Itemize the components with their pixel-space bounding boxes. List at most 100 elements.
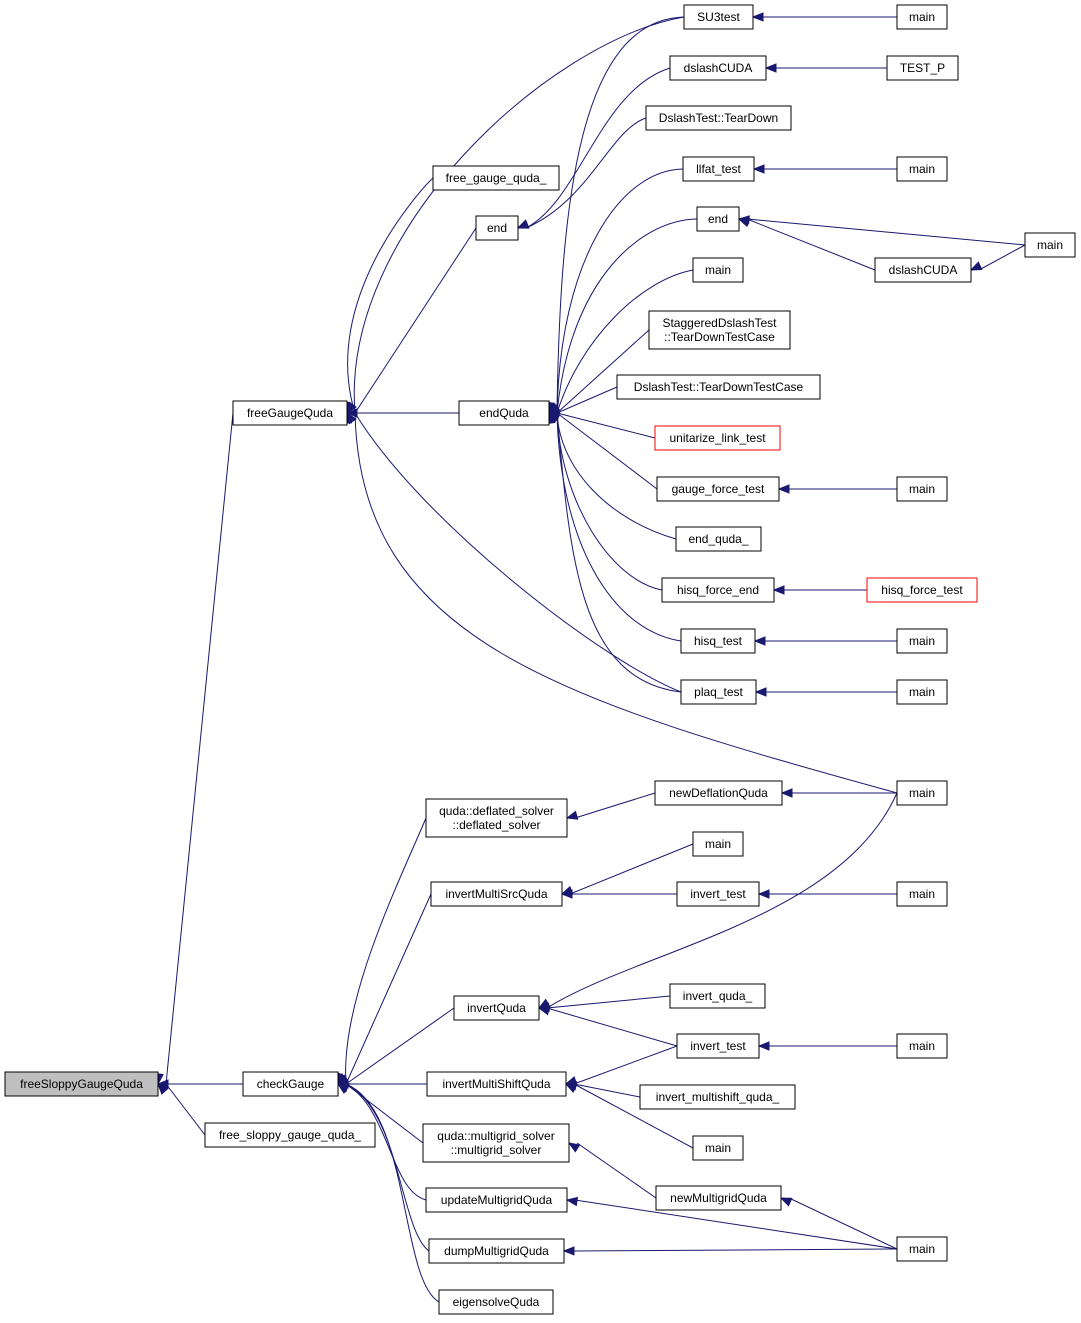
node-box	[425, 798, 568, 838]
node-unitarize_link_test[interactable]: unitarize_link_test	[654, 425, 781, 451]
node-box	[425, 1187, 568, 1213]
node-main_it2[interactable]: main	[896, 1033, 948, 1059]
node-main_plaq[interactable]: main	[896, 679, 948, 705]
node-main_ms[interactable]: main	[692, 831, 744, 857]
node-box	[458, 400, 550, 426]
node-label: invert_quda_	[683, 989, 753, 1003]
node-plaq_test[interactable]: plaq_test	[680, 679, 757, 705]
edge-deflated_solver-to-checkGauge	[345, 817, 427, 1085]
node-label: invert_test	[690, 887, 746, 901]
node-main_end2[interactable]: main	[1024, 232, 1076, 258]
node-main_a[interactable]: main	[692, 257, 744, 283]
node-newDeflationQuda[interactable]: newDeflationQuda	[654, 780, 783, 806]
node-end2[interactable]: end	[696, 206, 740, 232]
node-SU3test[interactable]: SU3test	[683, 4, 754, 30]
node-box	[656, 476, 780, 502]
node-hisq_test[interactable]: hisq_test	[680, 628, 756, 654]
node-box	[432, 165, 560, 191]
node-label: main	[909, 685, 935, 699]
node-box	[242, 1071, 339, 1097]
node-endQuda[interactable]: endQuda	[458, 400, 550, 426]
node-invertMultiShiftQuda[interactable]: invertMultiShiftQuda	[426, 1071, 567, 1097]
node-DslashTestTDTC[interactable]: DslashTest::TearDownTestCase	[616, 374, 821, 400]
node-deflated_solver[interactable]: quda::deflated_solver::deflated_solver	[425, 798, 568, 838]
node-gauge_force_test[interactable]: gauge_force_test	[656, 476, 780, 502]
node-newMultigridQuda[interactable]: newMultigridQuda	[655, 1185, 782, 1211]
node-box	[866, 577, 978, 603]
node-freeGaugeQuda[interactable]: freeGaugeQuda	[232, 400, 348, 426]
node-dumpMultigridQuda[interactable]: dumpMultigridQuda	[428, 1238, 565, 1264]
node-box	[422, 1123, 570, 1163]
edge-SU3test-to-freeGaugeQuda	[353, 16, 685, 414]
node-box	[675, 526, 762, 552]
node-end_quda_[interactable]: end_quda_	[675, 526, 762, 552]
edge-invert_multishift_quda_-to-invertMultiShiftQuda	[573, 1083, 641, 1098]
node-box	[428, 1238, 565, 1264]
arrowhead	[516, 219, 530, 229]
node-label: updateMultigridQuda	[441, 1193, 553, 1207]
node-eigensolveQuda[interactable]: eigensolveQuda	[438, 1289, 554, 1315]
node-free_sloppy_gauge_quda_[interactable]: free_sloppy_gauge_quda_	[204, 1122, 376, 1148]
node-label: quda::deflated_solver::deflated_solver	[439, 804, 554, 832]
node-box	[896, 1033, 948, 1059]
node-box	[655, 1185, 782, 1211]
node-TEST_P[interactable]: TEST_P	[886, 55, 959, 81]
node-label: main	[909, 634, 935, 648]
node-free_gauge_quda_[interactable]: free_gauge_quda_	[432, 165, 560, 191]
node-box	[692, 1135, 744, 1161]
node-main_gauge[interactable]: main	[896, 476, 948, 502]
node-box	[676, 881, 760, 907]
node-box	[4, 1071, 159, 1097]
arrowhead	[969, 261, 983, 271]
call-graph-edges	[154, 12, 1026, 1303]
arrowhead	[764, 63, 777, 73]
node-box	[896, 1236, 948, 1262]
node-updateMultigridQuda[interactable]: updateMultigridQuda	[425, 1187, 568, 1213]
node-freeSloppyGaugeQuda[interactable]: freeSloppyGaugeQuda	[4, 1071, 159, 1097]
node-label: eigensolveQuda	[453, 1295, 540, 1309]
node-invertMultiSrcQuda[interactable]: invertMultiSrcQuda	[430, 881, 563, 907]
node-box	[676, 1033, 760, 1059]
node-main_mg[interactable]: main	[896, 1236, 948, 1262]
node-label: endQuda	[479, 406, 529, 420]
node-end1[interactable]: end	[475, 215, 519, 241]
edge-main_mg-to-dumpMultigridQuda	[571, 1248, 898, 1252]
node-invert_multishift_quda_[interactable]: invert_multishift_quda_	[639, 1084, 796, 1110]
node-hisq_force_end[interactable]: hisq_force_end	[661, 577, 775, 603]
node-main_SU3[interactable]: main	[896, 4, 948, 30]
node-llfat_test[interactable]: llfat_test	[682, 156, 755, 182]
node-hisq_force_test[interactable]: hisq_force_test	[866, 577, 978, 603]
node-label: gauge_force_test	[672, 482, 765, 496]
node-invert_quda_[interactable]: invert_quda_	[669, 983, 766, 1009]
node-label: dslashCUDA	[889, 263, 958, 277]
node-label: hisq_force_end	[677, 583, 759, 597]
node-label: invertMultiShiftQuda	[442, 1077, 550, 1091]
node-dslashCUDA1[interactable]: dslashCUDA	[669, 55, 767, 81]
node-label: main	[909, 1242, 935, 1256]
node-label: hisq_force_test	[881, 583, 963, 597]
node-label: dumpMultigridQuda	[444, 1244, 549, 1258]
node-dslashCUDA2[interactable]: dslashCUDA	[874, 257, 972, 283]
node-multigrid_solver[interactable]: quda::multigrid_solver::multigrid_solver	[422, 1123, 570, 1163]
node-box	[204, 1122, 376, 1148]
node-label: main	[909, 162, 935, 176]
node-main_hisq[interactable]: main	[896, 628, 948, 654]
node-label: TEST_P	[900, 61, 945, 75]
edge-free_gauge_quda_-to-freeGaugeQuda	[347, 177, 434, 414]
node-main_mshift[interactable]: main	[692, 1135, 744, 1161]
edge-updateMultigridQuda-to-checkGauge	[345, 1083, 427, 1201]
node-box	[680, 679, 757, 705]
node-invertQuda[interactable]: invertQuda	[453, 995, 540, 1021]
edge-main_free-to-freeGaugeQuda	[354, 412, 898, 794]
node-box	[692, 831, 744, 857]
node-StaggeredTDTC[interactable]: StaggeredDslashTest::TearDownTestCase	[648, 310, 791, 350]
node-main_free[interactable]: main	[896, 780, 948, 806]
node-invert_test2[interactable]: invert_test	[676, 1033, 760, 1059]
edge-main_mg-to-newMultigridQuda	[788, 1197, 898, 1250]
node-DslashTestTearDown[interactable]: DslashTest::TearDown	[645, 105, 792, 131]
node-checkGauge[interactable]: checkGauge	[242, 1071, 339, 1097]
node-main_it1[interactable]: main	[896, 881, 948, 907]
node-invert_test1[interactable]: invert_test	[676, 881, 760, 907]
node-main_llfat[interactable]: main	[896, 156, 948, 182]
